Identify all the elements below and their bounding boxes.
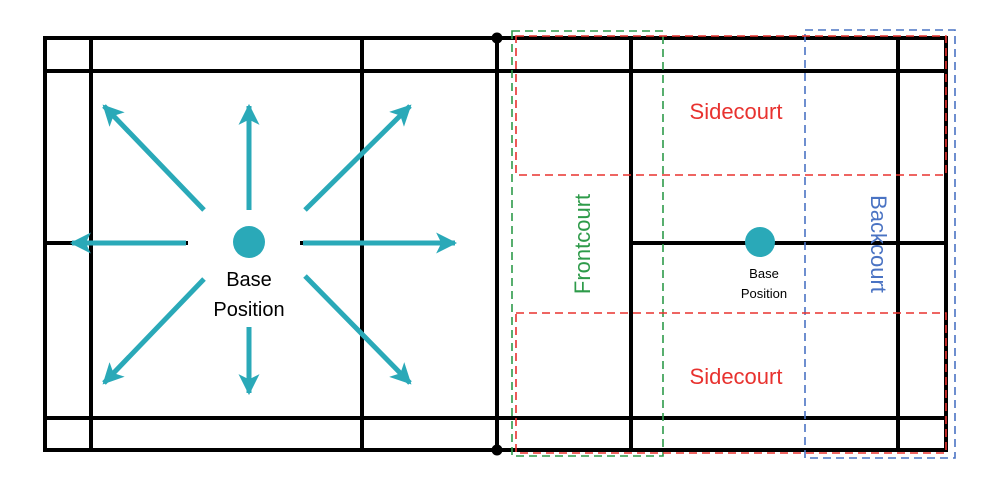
left-base-label-line1: Base <box>226 269 272 291</box>
sidecourt-bottom-zone <box>515 312 947 454</box>
right-base-position-marker <box>745 227 775 257</box>
sidecourt-top-zone <box>515 35 947 176</box>
backcourt-label: Backcourt <box>866 195 891 293</box>
left-half-court <box>43 36 499 452</box>
arrow-up-right <box>303 104 412 212</box>
sidecourt-bottom-label: Sidecourt <box>690 364 783 389</box>
sidecourt-top-label: Sidecourt <box>690 99 783 124</box>
movement-arrows <box>69 103 458 396</box>
frontcourt-zone <box>511 30 664 457</box>
left-base-position-marker <box>233 226 265 258</box>
arrow-down-left <box>102 277 206 385</box>
right-base-label-line1: Base <box>749 266 779 281</box>
right-base-label-line2: Position <box>741 286 787 301</box>
arrow-up-left <box>102 104 206 212</box>
left-base-label-line2: Position <box>213 299 284 321</box>
arrow-down-right <box>303 274 412 385</box>
backcourt-zone <box>804 29 956 459</box>
frontcourt-label: Frontcourt <box>570 194 595 294</box>
right-half-court <box>495 36 948 452</box>
